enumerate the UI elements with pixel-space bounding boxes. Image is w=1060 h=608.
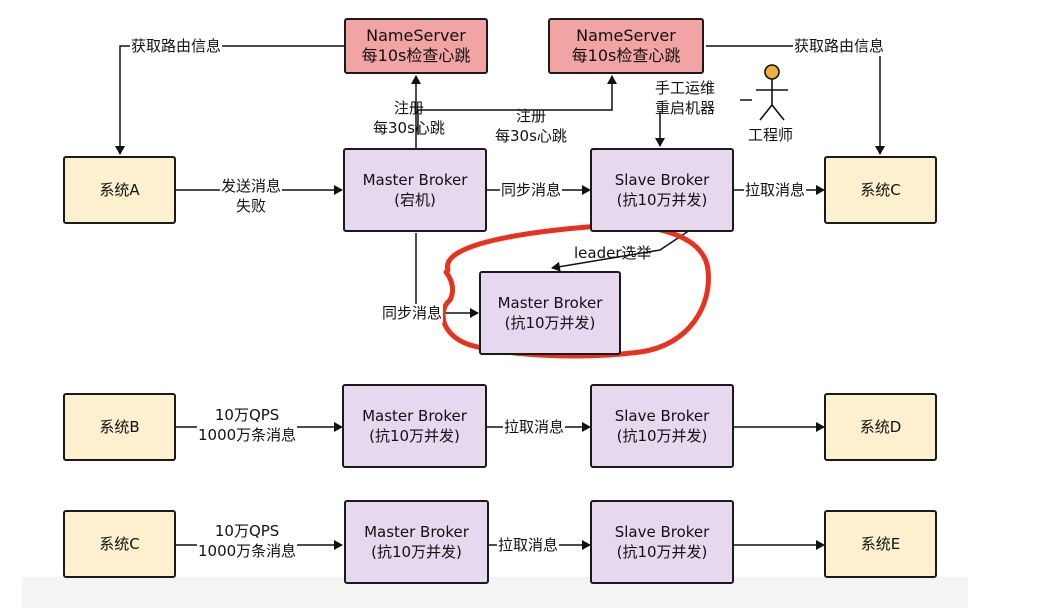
slave-broker-top: Slave Broker (抗10万并发) <box>590 148 734 232</box>
edge-engineer-ops-to-ns <box>612 76 652 100</box>
master-broker-down-title: Master Broker <box>362 171 468 189</box>
highlight-circle <box>440 222 711 359</box>
label-c-traffic: 10万QPS 1000万条消息 <box>197 521 298 561</box>
bottom-band <box>22 577 968 608</box>
system-c-top-label: 系统C <box>860 181 901 199</box>
label-b-traffic: 10万QPS 1000万条消息 <box>197 405 298 445</box>
label-engineer: 工程师 <box>748 126 794 144</box>
label-get-route-right: 获取路由信息 <box>793 37 886 56</box>
master-broker-b-title: Master Broker <box>362 407 467 425</box>
slave-broker-b-title: Slave Broker <box>614 407 710 425</box>
label-pull-c: 拉取消息 <box>497 536 560 555</box>
label-b-traffic-2: 1000万条消息 <box>198 426 297 444</box>
label-send-fail-1: 发送消息 <box>221 177 282 195</box>
label-pull-b: 拉取消息 <box>503 418 566 437</box>
engineer-figure <box>756 64 788 121</box>
nameserver-right-title: NameServer <box>576 26 676 45</box>
system-c-bottom: 系统C <box>63 510 176 578</box>
label-send-fail: 发送消息 失败 <box>220 176 283 216</box>
system-a-label: 系统A <box>99 181 140 199</box>
label-ops-1: 手工运维 <box>655 79 716 97</box>
edge-master-register-right <box>417 75 617 135</box>
label-c-traffic-2: 1000万条消息 <box>198 542 297 560</box>
slave-broker-b: Slave Broker (抗10万并发) <box>590 384 734 468</box>
slave-broker-top-sub: (抗10万并发) <box>616 191 708 209</box>
master-broker-c-sub: (抗10万并发) <box>371 543 462 561</box>
label-leader-election: leader选举 <box>574 244 652 262</box>
label-ops: 手工运维 重启机器 <box>654 78 716 118</box>
master-broker-c: Master Broker (抗10万并发) <box>344 500 489 584</box>
label-register-left-2: 每30s心跳 <box>373 119 445 137</box>
new-master-broker-sub: (抗10万并发) <box>504 314 596 332</box>
label-sync-top: 同步消息 <box>500 181 563 200</box>
master-broker-down: Master Broker (宕机) <box>343 148 487 232</box>
master-broker-c-title: Master Broker <box>364 523 469 541</box>
system-b-label: 系统B <box>99 418 140 436</box>
nameserver-left-sub: 每10s检查心跳 <box>361 46 471 65</box>
label-c-traffic-1: 10万QPS <box>214 522 280 540</box>
slave-broker-c-title: Slave Broker <box>614 523 710 541</box>
system-e: 系统E <box>824 510 937 578</box>
label-ops-2: 重启机器 <box>655 99 716 117</box>
system-a: 系统A <box>63 156 176 224</box>
edge-ns-left-to-system-a <box>115 45 344 155</box>
system-d-label: 系统D <box>859 418 902 436</box>
new-master-broker-title: Master Broker <box>497 294 603 312</box>
label-pull-top: 拉取消息 <box>744 181 807 200</box>
system-c-bottom-label: 系统C <box>99 535 140 553</box>
new-master-broker: Master Broker (抗10万并发) <box>479 271 621 355</box>
nameserver-left-title: NameServer <box>366 26 466 45</box>
system-d: 系统D <box>824 393 937 461</box>
label-register-right-1: 注册 <box>515 107 546 125</box>
label-get-route-left: 获取路由信息 <box>130 37 223 56</box>
master-broker-down-sub: (宕机) <box>394 191 436 209</box>
master-broker-b: Master Broker (抗10万并发) <box>342 384 487 468</box>
label-register-left-1: 注册 <box>393 99 424 117</box>
slave-broker-b-sub: (抗10万并发) <box>616 427 708 445</box>
master-broker-b-sub: (抗10万并发) <box>369 427 460 445</box>
label-sync-down: 同步消息 <box>381 304 444 323</box>
slave-broker-c-sub: (抗10万并发) <box>616 543 708 561</box>
label-register-right: 注册 每30s心跳 <box>494 106 568 146</box>
nameserver-right: NameServer 每10s检查心跳 <box>548 18 704 74</box>
nameserver-right-sub: 每10s检查心跳 <box>571 46 681 65</box>
label-send-fail-2: 失败 <box>236 197 267 215</box>
slave-broker-c: Slave Broker (抗10万并发) <box>590 500 734 584</box>
slave-broker-top-title: Slave Broker <box>614 171 710 189</box>
nameserver-left: NameServer 每10s检查心跳 <box>344 18 488 74</box>
system-b: 系统B <box>63 393 176 461</box>
label-register-left: 注册 每30s心跳 <box>372 98 446 138</box>
label-b-traffic-1: 10万QPS <box>214 406 280 424</box>
system-e-label: 系统E <box>860 535 901 553</box>
label-register-right-2: 每30s心跳 <box>495 127 567 145</box>
system-c-top: 系统C <box>824 156 937 224</box>
